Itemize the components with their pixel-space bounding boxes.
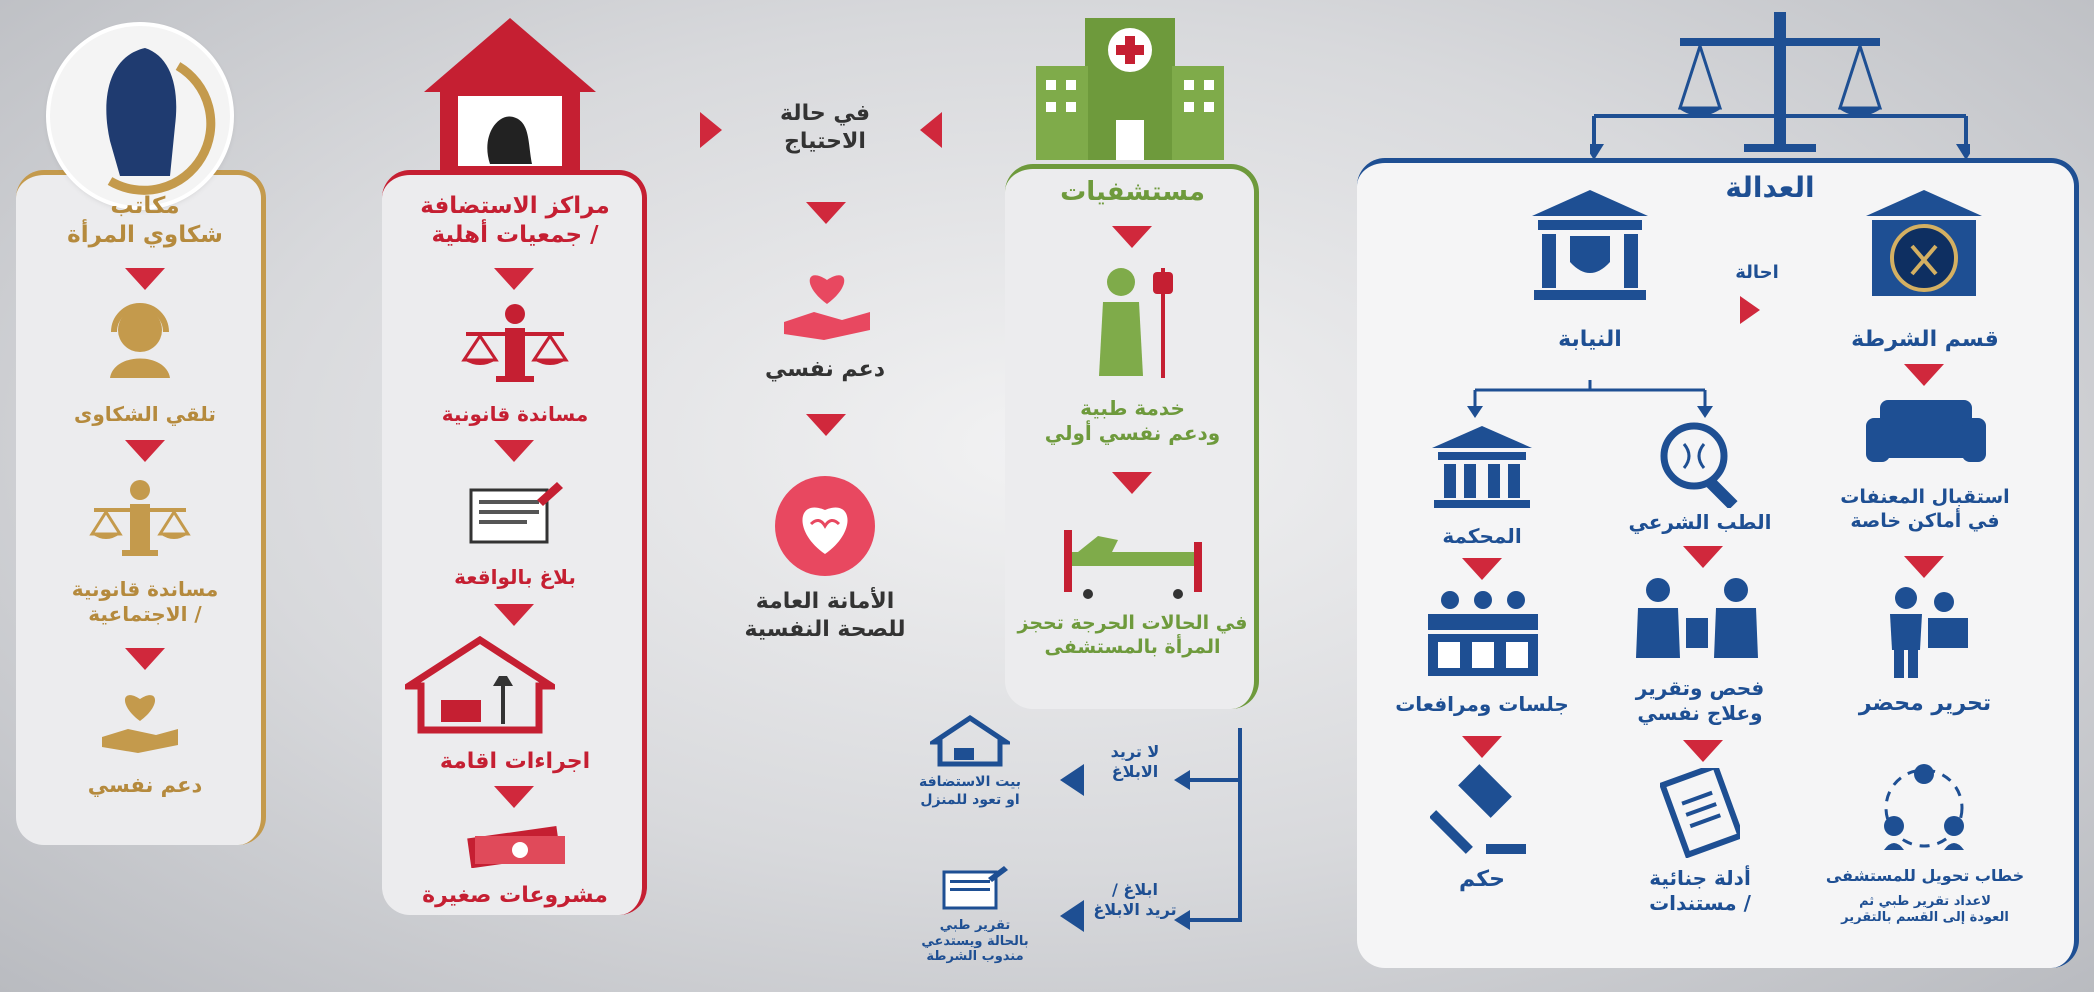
arrow-down-icon (1683, 740, 1723, 762)
psych-support-center-label: دعم نفسي (765, 357, 885, 382)
court-building-icon (1430, 424, 1534, 510)
mental-health-secretariat-label: الأمانة العامة للصحة النفسية (744, 589, 906, 642)
arrow-down-icon (125, 648, 165, 670)
file-record-label: تحرير محضر (1858, 691, 1992, 716)
medical-report-label: تقرير طبي بالحالة ويستدعي مندوب الشرطة (921, 918, 1029, 965)
counseling-session-icon (1628, 574, 1768, 666)
prosecution-building-icon (1528, 186, 1652, 304)
residence-procedures-label: اجراءات اقامة (439, 749, 591, 774)
arrow-down-icon (1112, 226, 1152, 248)
private-reception-label: استقبال المعنفات في أماكن خاصة (1840, 486, 2010, 532)
police-station-icon (1862, 186, 1986, 304)
sessions-label: جلسات ومرافعات (1395, 692, 1569, 716)
hospitals-title: مستشفيات (1060, 177, 1205, 207)
justice-top-connector (1590, 114, 1970, 160)
referral-cycle-icon (1876, 760, 1972, 856)
in-case-of-need-label: في حالة الاحتياج (779, 101, 871, 154)
police-label: قسم الشرطة (1851, 327, 1999, 352)
shelter-legal-support-label: مساندة قانونية (441, 402, 589, 426)
prosecution-connector (1467, 380, 1713, 418)
referral-note-label: لاعداد تقرير طبي ثم العودة إلى القسم بال… (1841, 894, 2009, 926)
arrow-down-icon (1904, 364, 1944, 386)
patient-iv-icon (1085, 262, 1185, 380)
arrow-down-icon (1904, 556, 1944, 578)
hospital-bed-icon (1058, 516, 1208, 600)
receive-complaints-label: تلقي الشكاوى (74, 402, 216, 426)
women-complaints-title: مكاتب شكاوي المرأة (67, 193, 223, 248)
hospital-branch-connector (1174, 728, 1242, 930)
gavel-icon (1430, 762, 1530, 858)
arrow-down-icon (125, 440, 165, 462)
psych-support-label: دعم نفسي (87, 773, 203, 797)
court-session-icon (1424, 588, 1542, 680)
house-icon (420, 14, 600, 174)
legal-scales-icon (460, 302, 570, 384)
exam-report-label: فحص وتقرير وعلاج نفسي (1635, 676, 1765, 725)
hospitals-panel (1005, 164, 1259, 709)
small-projects-label: مشروعات صغيرة (422, 883, 608, 908)
hand-heart-icon (780, 264, 874, 342)
no-report-label: لا تريد الابلاغ (1110, 742, 1160, 781)
arrow-down-icon (1462, 558, 1502, 580)
legal-social-support-label: مساندة قانونية / الاجتماعية (71, 577, 219, 626)
arrow-left-icon (700, 112, 722, 148)
arrow-down-icon (494, 440, 534, 462)
report-document-icon (465, 480, 565, 548)
court-label: المحكمة (1442, 524, 1522, 548)
arrow-right-icon (920, 112, 942, 148)
medical-report-icon (940, 864, 1010, 912)
arrow-down-icon (806, 202, 846, 224)
shelter-home-small-icon (930, 714, 1010, 768)
headset-agent-icon (100, 300, 180, 380)
arrow-down-icon (1112, 472, 1152, 494)
report-incident-label: بلاغ بالواقعة (454, 565, 576, 589)
money-stack-icon (465, 818, 569, 868)
critical-cases-label: في الحالات الحرجة تحجز المرأة بالمستشفى (1017, 612, 1248, 658)
arrow-down-icon (125, 268, 165, 290)
criminal-evidence-label: أدلة جنائية / مستندات (1649, 866, 1751, 915)
arrow-down-icon (494, 786, 534, 808)
medical-service-label: خدمة طبية ودعم نفسي أولي (1044, 396, 1221, 445)
arrow-down-icon (494, 604, 534, 626)
legal-scales-icon (88, 478, 192, 558)
hand-heart-icon (98, 685, 182, 755)
officer-desk-icon (1880, 584, 1970, 680)
shelter-home-label: بيت الاستضافة او تعود للمنزل (918, 774, 1022, 808)
arrow-down-icon (806, 414, 846, 436)
justice-title: العدالة (1725, 171, 1815, 204)
referral-letter-label: خطاب تحويل للمستشفى (1825, 866, 2025, 885)
evidence-document-icon (1660, 768, 1740, 858)
shelter-home-icon (405, 636, 555, 734)
referral-label: احالة (1735, 262, 1779, 283)
arrow-left-outline-icon (1060, 900, 1084, 932)
arrow-down-icon (1462, 736, 1502, 758)
forensic-magnifier-icon (1656, 418, 1750, 508)
verdict-label: حكم (1459, 867, 1505, 892)
hospital-building-icon (1030, 10, 1230, 160)
arrow-left-outline-icon (1060, 764, 1084, 796)
arrow-down-icon (494, 268, 534, 290)
forensic-medicine-label: الطب الشرعي (1628, 510, 1772, 534)
arrow-down-icon (1683, 546, 1723, 568)
prosecution-label: النيابة (1558, 327, 1622, 352)
shelter-title: مراكز الاستضافة / جمعيات أهلية (420, 193, 610, 248)
brain-heart-icon (773, 474, 877, 578)
sofa-icon (1862, 392, 1990, 472)
arrow-left-icon (1740, 296, 1760, 324)
report-label: ابلاغ / تريد الابلاغ (1093, 880, 1177, 919)
women-complaints-logo (50, 26, 230, 206)
